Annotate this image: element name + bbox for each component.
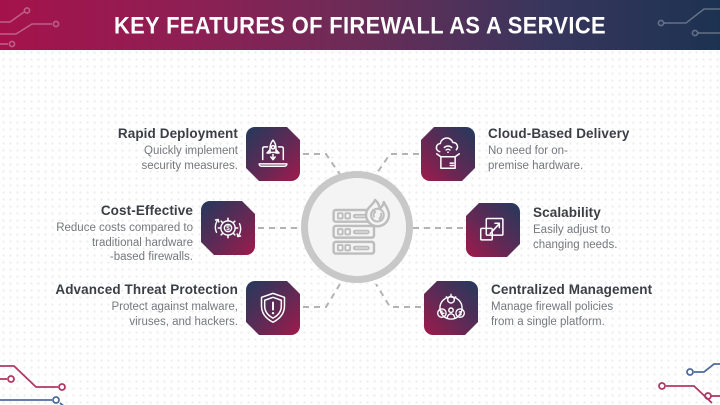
feature-title: Cloud-Based Delivery [488,126,630,141]
cloud-box-delivery-icon [429,135,467,173]
feature-scalability: Scalability Easily adjust to changing ne… [533,205,693,252]
page-title: KEY FEATURES OF FIREWALL AS A SERVICE [113,10,606,39]
feature-description: No need for on- premise hardware. [488,145,584,172]
feature-badge-cloud-delivery [421,127,475,181]
feature-cloud-based-delivery: Cloud-Based Delivery No need for on- pre… [488,126,668,173]
feature-description: Easily adjust to changing needs. [533,224,618,251]
feature-title: Advanced Threat Protection [55,282,238,297]
feature-description: Manage firewall policies from a single p… [491,301,614,328]
circuit-decoration-top-right [657,8,720,37]
feature-rapid-deployment: Rapid Deployment Quickly implement secur… [63,126,238,173]
svg-text:$: $ [458,311,462,317]
header-banner: KEY FEATURES OF FIREWALL AS A SERVICE [0,0,720,50]
circuit-decoration-bottom-right [658,363,720,404]
svg-text:$: $ [226,225,230,232]
feature-badge-scalability [466,203,520,257]
feature-title: Rapid Deployment [117,126,238,141]
shield-alert-icon [254,289,292,327]
feature-badge-centralized-management: $ [424,281,478,335]
feature-description: Quickly implement security measures. [141,145,238,172]
circuit-decoration-bottom-left [0,365,66,405]
gear-clock-dollar-icon: $ [432,289,470,327]
feature-badge-cost-effective: $ [201,201,255,255]
feature-badge-threat-protection [246,281,300,335]
expand-squares-arrow-icon [474,211,512,249]
feature-description: Protect against malware, viruses, and ha… [111,301,238,328]
firewall-hub [301,171,413,283]
feature-badge-rapid-deployment [246,127,300,181]
circuit-decoration-top-left [0,7,60,48]
feature-title: Centralized Management [491,282,653,297]
feature-centralized-management: Centralized Management Manage firewall p… [491,282,681,329]
rocket-launch-laptop-icon [254,135,292,173]
feature-title: Scalability [533,205,601,220]
feature-cost-effective: Cost-Effective Reduce costs compared to … [28,203,193,265]
firewall-server-sync-icon [332,198,391,255]
feature-title: Cost-Effective [100,203,193,218]
feature-description: Reduce costs compared to traditional har… [56,222,193,264]
gear-dollar-recycle-icon: $ [209,209,247,247]
feature-advanced-threat-protection: Advanced Threat Protection Protect again… [38,282,238,329]
